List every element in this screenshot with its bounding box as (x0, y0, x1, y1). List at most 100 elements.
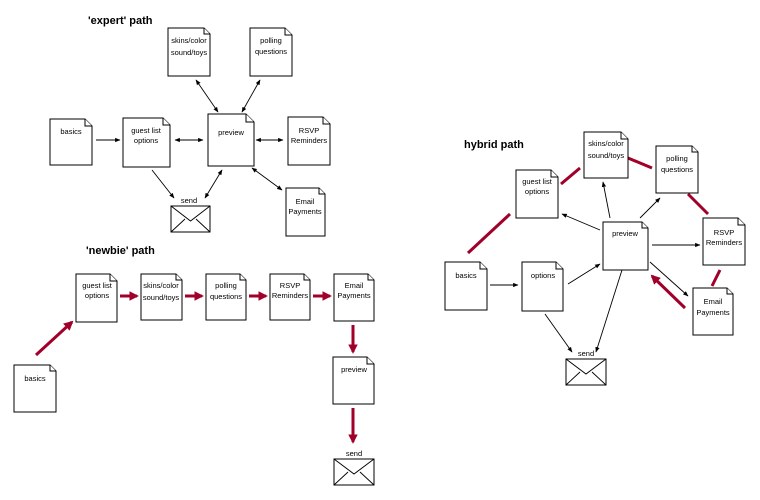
svg-text:basics: basics (24, 374, 46, 383)
hybrid-skins-label-1: skins/color (588, 139, 624, 148)
svg-text:polling: polling (260, 36, 282, 45)
svg-text:polling: polling (215, 281, 237, 290)
svg-text:sound/toys: sound/toys (143, 293, 180, 302)
svg-text:polling: polling (666, 154, 688, 163)
hybrid-node-options: options (521, 261, 564, 312)
hybrid-guest-list-label-2: options (525, 187, 549, 196)
newbie-basics-label: basics (24, 374, 46, 383)
svg-text:options: options (531, 271, 555, 280)
svg-text:Reminders: Reminders (291, 136, 328, 145)
svg-text:skins/color: skins/color (588, 139, 624, 148)
newbie-polling-label-2: questions (210, 292, 242, 301)
newbie-path-heading: 'newbie' path (86, 245, 155, 257)
expert-arrow-preview-send (204, 169, 223, 199)
expert-node-skins: skins/color sound/toys (167, 27, 211, 77)
newbie-node-email: Email Payments (333, 273, 375, 322)
expert-node-rsvp: RSVP Reminders (287, 116, 331, 166)
newbie-guest-list-label-1: guest list (82, 281, 113, 290)
hybrid-arrow-polling-rsvp (686, 192, 710, 216)
expert-polling-label-1: polling (260, 36, 282, 45)
svg-text:RSVP: RSVP (714, 228, 734, 237)
hybrid-envelope-icon (565, 358, 607, 386)
expert-arrows (96, 79, 284, 199)
expert-envelope-icon (170, 205, 211, 233)
svg-text:questions: questions (210, 292, 242, 301)
hybrid-arrow-email-preview (650, 274, 687, 310)
hybrid-guest-list-label-1: guest list (522, 177, 553, 186)
svg-text:preview: preview (218, 128, 244, 137)
newbie-arrows (34, 291, 358, 444)
svg-text:questions: questions (661, 165, 693, 174)
expert-arrow-preview-polling (241, 79, 261, 113)
svg-text:options: options (85, 291, 109, 300)
svg-text:basics: basics (60, 127, 82, 136)
hybrid-node-preview: preview (602, 221, 649, 271)
hybrid-arrow-guest-skins (560, 166, 581, 186)
hybrid-preview-label: preview (612, 229, 638, 238)
hybrid-arrow-preview-polling (639, 197, 661, 219)
newbie-guest-list-label-2: options (85, 291, 109, 300)
svg-text:send: send (578, 349, 594, 358)
expert-send-label: send (181, 196, 197, 205)
hybrid-arrow-options-send (544, 313, 573, 353)
hybrid-node-polling: polling questions (655, 145, 699, 194)
hybrid-node-rsvp: RSVP Reminders (702, 217, 746, 266)
expert-node-guest-list: guest list options (122, 117, 171, 168)
expert-basics-label: basics (60, 127, 82, 136)
svg-text:guest list: guest list (522, 177, 553, 186)
expert-arrow-guest-send (151, 169, 175, 199)
newbie-skins-label-1: skins/color (143, 281, 179, 290)
hybrid-options-label: options (531, 271, 555, 280)
hybrid-polling-label-1: polling (666, 154, 688, 163)
newbie-envelope-icon (333, 458, 375, 486)
newbie-send-label: send (346, 449, 362, 458)
newbie-node-polling: polling questions (205, 273, 247, 321)
svg-text:send: send (346, 449, 362, 458)
newbie-preview-label: preview (341, 365, 367, 374)
hybrid-rsvp-label-2: Reminders (706, 238, 743, 247)
hybrid-arrow-preview-guest (561, 213, 601, 231)
svg-text:send: send (181, 196, 197, 205)
hybrid-email-label-1: Email (704, 297, 723, 306)
hybrid-node-skins: skins/color sound/toys (583, 131, 629, 179)
hybrid-polling-label-2: questions (661, 165, 693, 174)
hybrid-rsvp-label-1: RSVP (714, 228, 734, 237)
hybrid-send-label: send (578, 349, 594, 358)
newbie-node-preview: preview (332, 356, 375, 405)
hybrid-basics-label: basics (455, 271, 477, 280)
expert-rsvp-label-2: Reminders (291, 136, 328, 145)
hybrid-arrow-preview-skins (601, 181, 611, 219)
hybrid-node-basics: basics (444, 261, 488, 311)
svg-text:Email: Email (704, 297, 723, 306)
svg-text:Email: Email (296, 197, 315, 206)
svg-text:Payments: Payments (696, 308, 730, 317)
expert-path-heading: 'expert' path (88, 15, 153, 27)
svg-text:RSVP: RSVP (280, 281, 300, 290)
svg-text:questions: questions (255, 47, 287, 56)
expert-email-label-1: Email (296, 197, 315, 206)
svg-text:Payments: Payments (337, 291, 371, 300)
hybrid-arrow-options-preview (567, 263, 601, 285)
expert-arrow-preview-skins (195, 79, 219, 113)
hybrid-arrow-preview-email (649, 261, 689, 297)
expert-node-send: send (170, 196, 211, 233)
svg-text:Reminders: Reminders (272, 291, 309, 300)
newbie-node-rsvp: RSVP Reminders (269, 273, 311, 321)
svg-text:RSVP: RSVP (299, 126, 319, 135)
svg-text:skins/color: skins/color (171, 36, 207, 45)
newbie-arrow-basics-guest (34, 320, 74, 357)
svg-text:sound/toys: sound/toys (588, 151, 625, 160)
hybrid-node-guest-list: guest list options (515, 169, 559, 219)
svg-text:Email: Email (345, 281, 364, 290)
expert-guest-list-label-2: options (134, 136, 158, 145)
newbie-node-basics: basics (13, 364, 57, 413)
newbie-skins-label-2: sound/toys (143, 293, 180, 302)
hybrid-path-heading: hybrid path (464, 139, 524, 151)
expert-preview-label: preview (218, 128, 244, 137)
expert-node-polling: polling questions (249, 27, 293, 77)
svg-text:Reminders: Reminders (706, 238, 743, 247)
hybrid-arrows (466, 156, 722, 353)
expert-skins-label-2: sound/toys (171, 48, 208, 57)
hybrid-path: basics options guest list options skins/… (444, 131, 746, 386)
